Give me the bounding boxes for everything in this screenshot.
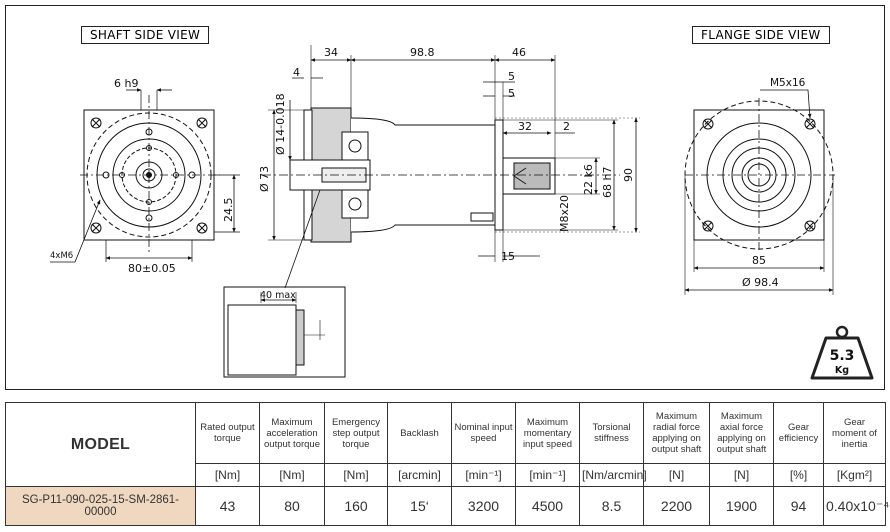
side-bearings	[341, 131, 369, 219]
unit-cell: [Nm]	[259, 463, 325, 487]
header-gear-inertia: Gear moment of inertia	[823, 402, 886, 464]
side-output-key	[513, 162, 551, 190]
table-row: SG-P11-090-025-15-SM-2861-00000 43 80 16…	[5, 486, 889, 526]
shaft-corner-bolts	[90, 117, 208, 234]
unit-cell: [Kgm²]	[823, 463, 886, 487]
header-emergency-torque: Emergency step output torque	[324, 402, 388, 464]
shaft-side-view	[50, 88, 240, 263]
unit-cell: [Nm]	[195, 463, 260, 487]
dim-thread-4xm6: 4xM6	[50, 251, 73, 261]
dim-68-h7: 68 h7	[601, 167, 614, 198]
model-code: SG-P11-090-025-15-SM-2861-00000	[5, 486, 196, 526]
dim-98-4: Ø 98.4	[742, 276, 779, 289]
value-cell: 3200	[451, 486, 516, 526]
weight-badge: 5.3 Kg	[810, 325, 874, 380]
dim-keyway: 6 h9	[114, 77, 138, 90]
dim-2: 2	[563, 120, 570, 133]
dim-15: 15	[501, 250, 515, 263]
drawing-frame	[5, 5, 885, 390]
header-rated-torque: Rated output torque	[195, 402, 260, 464]
dim-m8x20: M8x20	[558, 195, 571, 232]
flange-corner-bolts	[702, 118, 816, 232]
detail-box	[223, 286, 346, 378]
unit-cell: [arcmin]	[387, 463, 452, 487]
header-nominal-speed: Nominal input speed	[451, 402, 516, 464]
value-cell: 2200	[643, 486, 710, 526]
unit-cell: [min⁻¹]	[451, 463, 516, 487]
shaft-side-view-title: SHAFT SIDE VIEW	[81, 26, 210, 44]
unit-cell: [N]	[709, 463, 774, 487]
dim-body-dia: Ø 73	[258, 166, 271, 192]
value-cell: 160	[324, 486, 388, 526]
dim-40-max: 40 max	[260, 290, 296, 301]
dim-5a: 5	[508, 70, 515, 83]
unit-cell: [N]	[643, 463, 710, 487]
value-cell: 94	[773, 486, 824, 526]
unit-cell: [min⁻¹]	[515, 463, 580, 487]
value-cell: 8.5	[579, 486, 644, 526]
header-radial-force: Maximum radial force applying on output …	[643, 402, 710, 464]
dim-5b: 5	[508, 87, 515, 100]
dim-offset-24-5: 24.5	[222, 198, 235, 223]
model-header: MODEL	[5, 402, 196, 487]
dim-32: 32	[518, 120, 532, 133]
header-backlash: Backlash	[387, 402, 452, 464]
flange-side-view-title: FLANGE SIDE VIEW	[692, 26, 830, 44]
dim-m5x16: M5x16	[770, 77, 806, 89]
value-cell: 1900	[709, 486, 774, 526]
header-gear-efficiency: Gear efficiency	[773, 402, 824, 464]
dim-22-k6: 22 k6	[582, 164, 595, 195]
header-torsional-stiffness: Torsional stiffness	[579, 402, 644, 464]
header-max-accel-torque: Maximum acceleration output torque	[259, 402, 325, 464]
flange-side-view	[684, 89, 835, 295]
header-max-speed: Maximum momentary input speed	[515, 402, 580, 464]
dim-46: 46	[512, 46, 526, 59]
table-header-row: MODEL Rated output torque Maximum accele…	[5, 402, 886, 487]
technical-drawing: 6 h9 4xM6 80±0.05 24.5	[50, 45, 874, 380]
value-cell: 4500	[515, 486, 580, 526]
detail-inset	[223, 286, 346, 378]
gearbox-side-view	[262, 45, 640, 289]
weight-unit: Kg	[835, 365, 849, 376]
spec-table: MODEL Rated output torque Maximum accele…	[5, 402, 889, 526]
dim-34: 34	[324, 46, 338, 59]
dim-85: 85	[752, 254, 766, 267]
unit-cell: [%]	[773, 463, 824, 487]
value-cell: 0.40x10⁻⁴	[823, 486, 889, 526]
weight-value: 5.3	[830, 348, 855, 364]
value-cell: 80	[259, 486, 325, 526]
dim-98-8: 98.8	[410, 46, 435, 59]
unit-cell: [Nm/arcmin]	[579, 463, 647, 487]
value-cell: 43	[195, 486, 260, 526]
dim-shaft-dia: Ø 14-0.018	[274, 93, 287, 155]
dim-90: 90	[622, 168, 635, 182]
dim-bolt-spacing: 80±0.05	[128, 262, 176, 275]
unit-cell: [Nm]	[324, 463, 388, 487]
value-cell: 15‘	[387, 486, 452, 526]
dim-4: 4	[293, 66, 300, 79]
shaft-center-lines	[80, 95, 220, 255]
side-dowel-pin	[470, 212, 494, 222]
header-axial-force: Maximum axial force applying on output s…	[709, 402, 774, 464]
